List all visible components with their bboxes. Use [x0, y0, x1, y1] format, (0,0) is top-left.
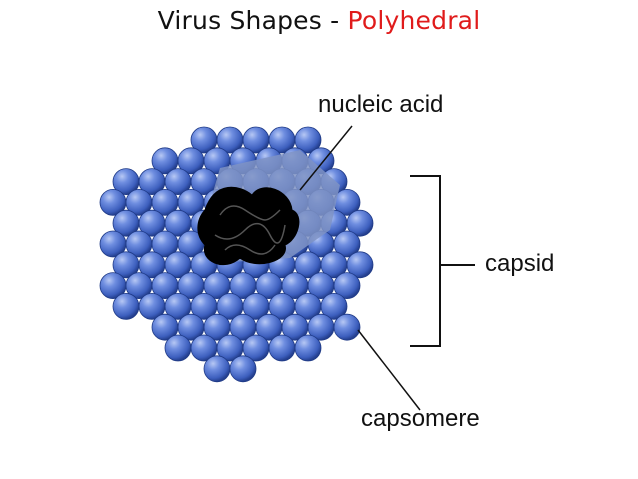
nucleic-acid-pointer — [299, 125, 353, 191]
nucleic-acid-label: nucleic acid — [318, 91, 444, 118]
capsomere-sphere — [294, 334, 322, 362]
capsomere-sphere — [229, 355, 257, 383]
capsomere-sphere — [333, 313, 361, 341]
capsomere-pointer — [357, 329, 421, 411]
capsomere-sphere — [320, 292, 348, 320]
title-accent: Polyhedral — [347, 6, 481, 35]
capsid-label: capsid — [485, 250, 555, 277]
capsomere-sphere — [203, 355, 231, 383]
capsomere-sphere — [333, 230, 361, 258]
capsomere-sphere — [268, 334, 296, 362]
capsomere-sphere — [164, 334, 192, 362]
title-main: Virus Shapes - — [157, 6, 348, 35]
capsomere-sphere — [346, 209, 374, 237]
capsomere-sphere — [112, 292, 140, 320]
capsomere-sphere — [333, 272, 361, 300]
nucleic-acid-shape — [197, 186, 300, 266]
capsomere-sphere — [346, 251, 374, 279]
capsomere-sphere — [294, 126, 322, 154]
capsid-bracket — [410, 175, 441, 347]
nucleic-acid-strands — [214, 205, 286, 255]
capsomere-label: capsomere — [361, 405, 480, 432]
slide-title: Virus Shapes - Polyhedral — [0, 6, 638, 35]
